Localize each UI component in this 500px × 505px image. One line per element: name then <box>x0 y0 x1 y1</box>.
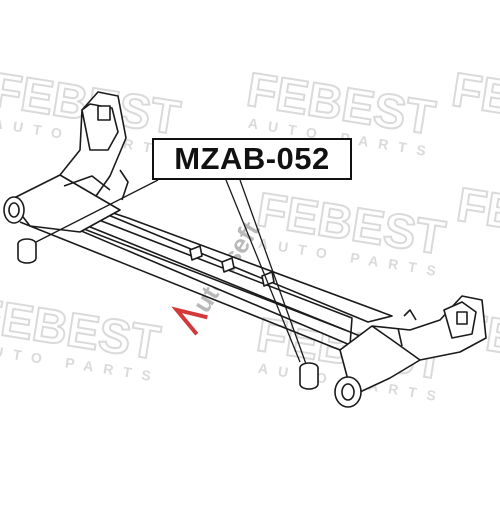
rear-subframe-drawing <box>3 91 487 408</box>
bushing-right <box>299 362 319 390</box>
leader-lines <box>35 179 307 365</box>
svg-text:FE: FE <box>453 179 500 241</box>
part-number-label: MZAB-052 <box>152 138 352 180</box>
svg-text:FEBEST: FEBEST <box>448 64 500 146</box>
bushing-left <box>17 238 37 264</box>
